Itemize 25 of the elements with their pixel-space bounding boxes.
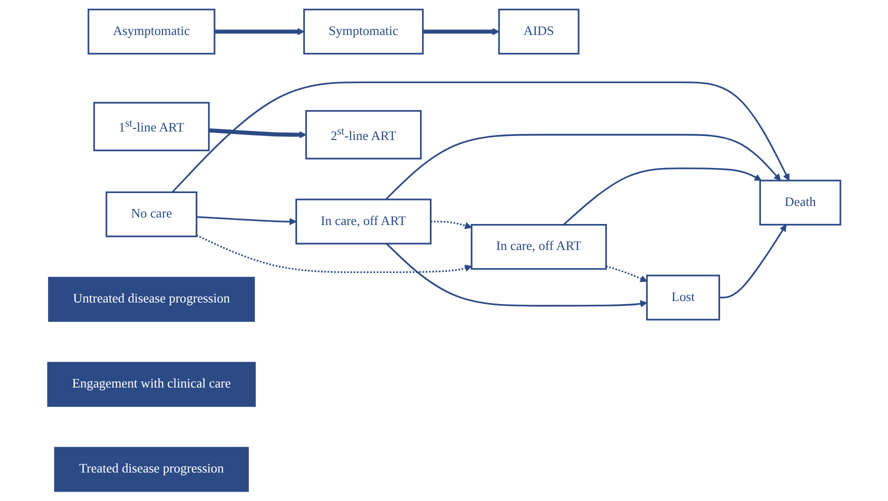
arrow bbox=[386, 243, 648, 308]
arrow bbox=[430, 220, 472, 230]
node-box: Symptomatic bbox=[303, 8, 424, 54]
arrow bbox=[719, 224, 786, 298]
node-box: AIDS bbox=[498, 8, 580, 54]
arrow bbox=[562, 167, 762, 226]
arrow bbox=[208, 128, 306, 138]
node-box: 2$^{st}$-line ART bbox=[305, 110, 422, 160]
node-box: Lost bbox=[646, 274, 720, 320]
node-box: 1$^{st}$-line ART bbox=[93, 102, 210, 152]
arrow bbox=[172, 81, 790, 193]
node-box: Death bbox=[759, 180, 842, 226]
arrow bbox=[606, 266, 648, 282]
arrow bbox=[385, 134, 781, 200]
arrow bbox=[422, 28, 500, 36]
node-box: In care, off ART bbox=[295, 198, 432, 244]
arrow bbox=[196, 216, 297, 226]
node-box: Treated disease progression bbox=[54, 446, 249, 492]
node-box: Engagement with clinical care bbox=[47, 362, 256, 407]
arrow bbox=[196, 234, 472, 274]
node-box: No care bbox=[106, 191, 198, 238]
node-box: Asymptomatic bbox=[88, 8, 216, 54]
node-box: In care, off ART bbox=[470, 224, 607, 270]
node-box: Untreated disease progression bbox=[48, 276, 255, 322]
arrow bbox=[214, 28, 304, 36]
